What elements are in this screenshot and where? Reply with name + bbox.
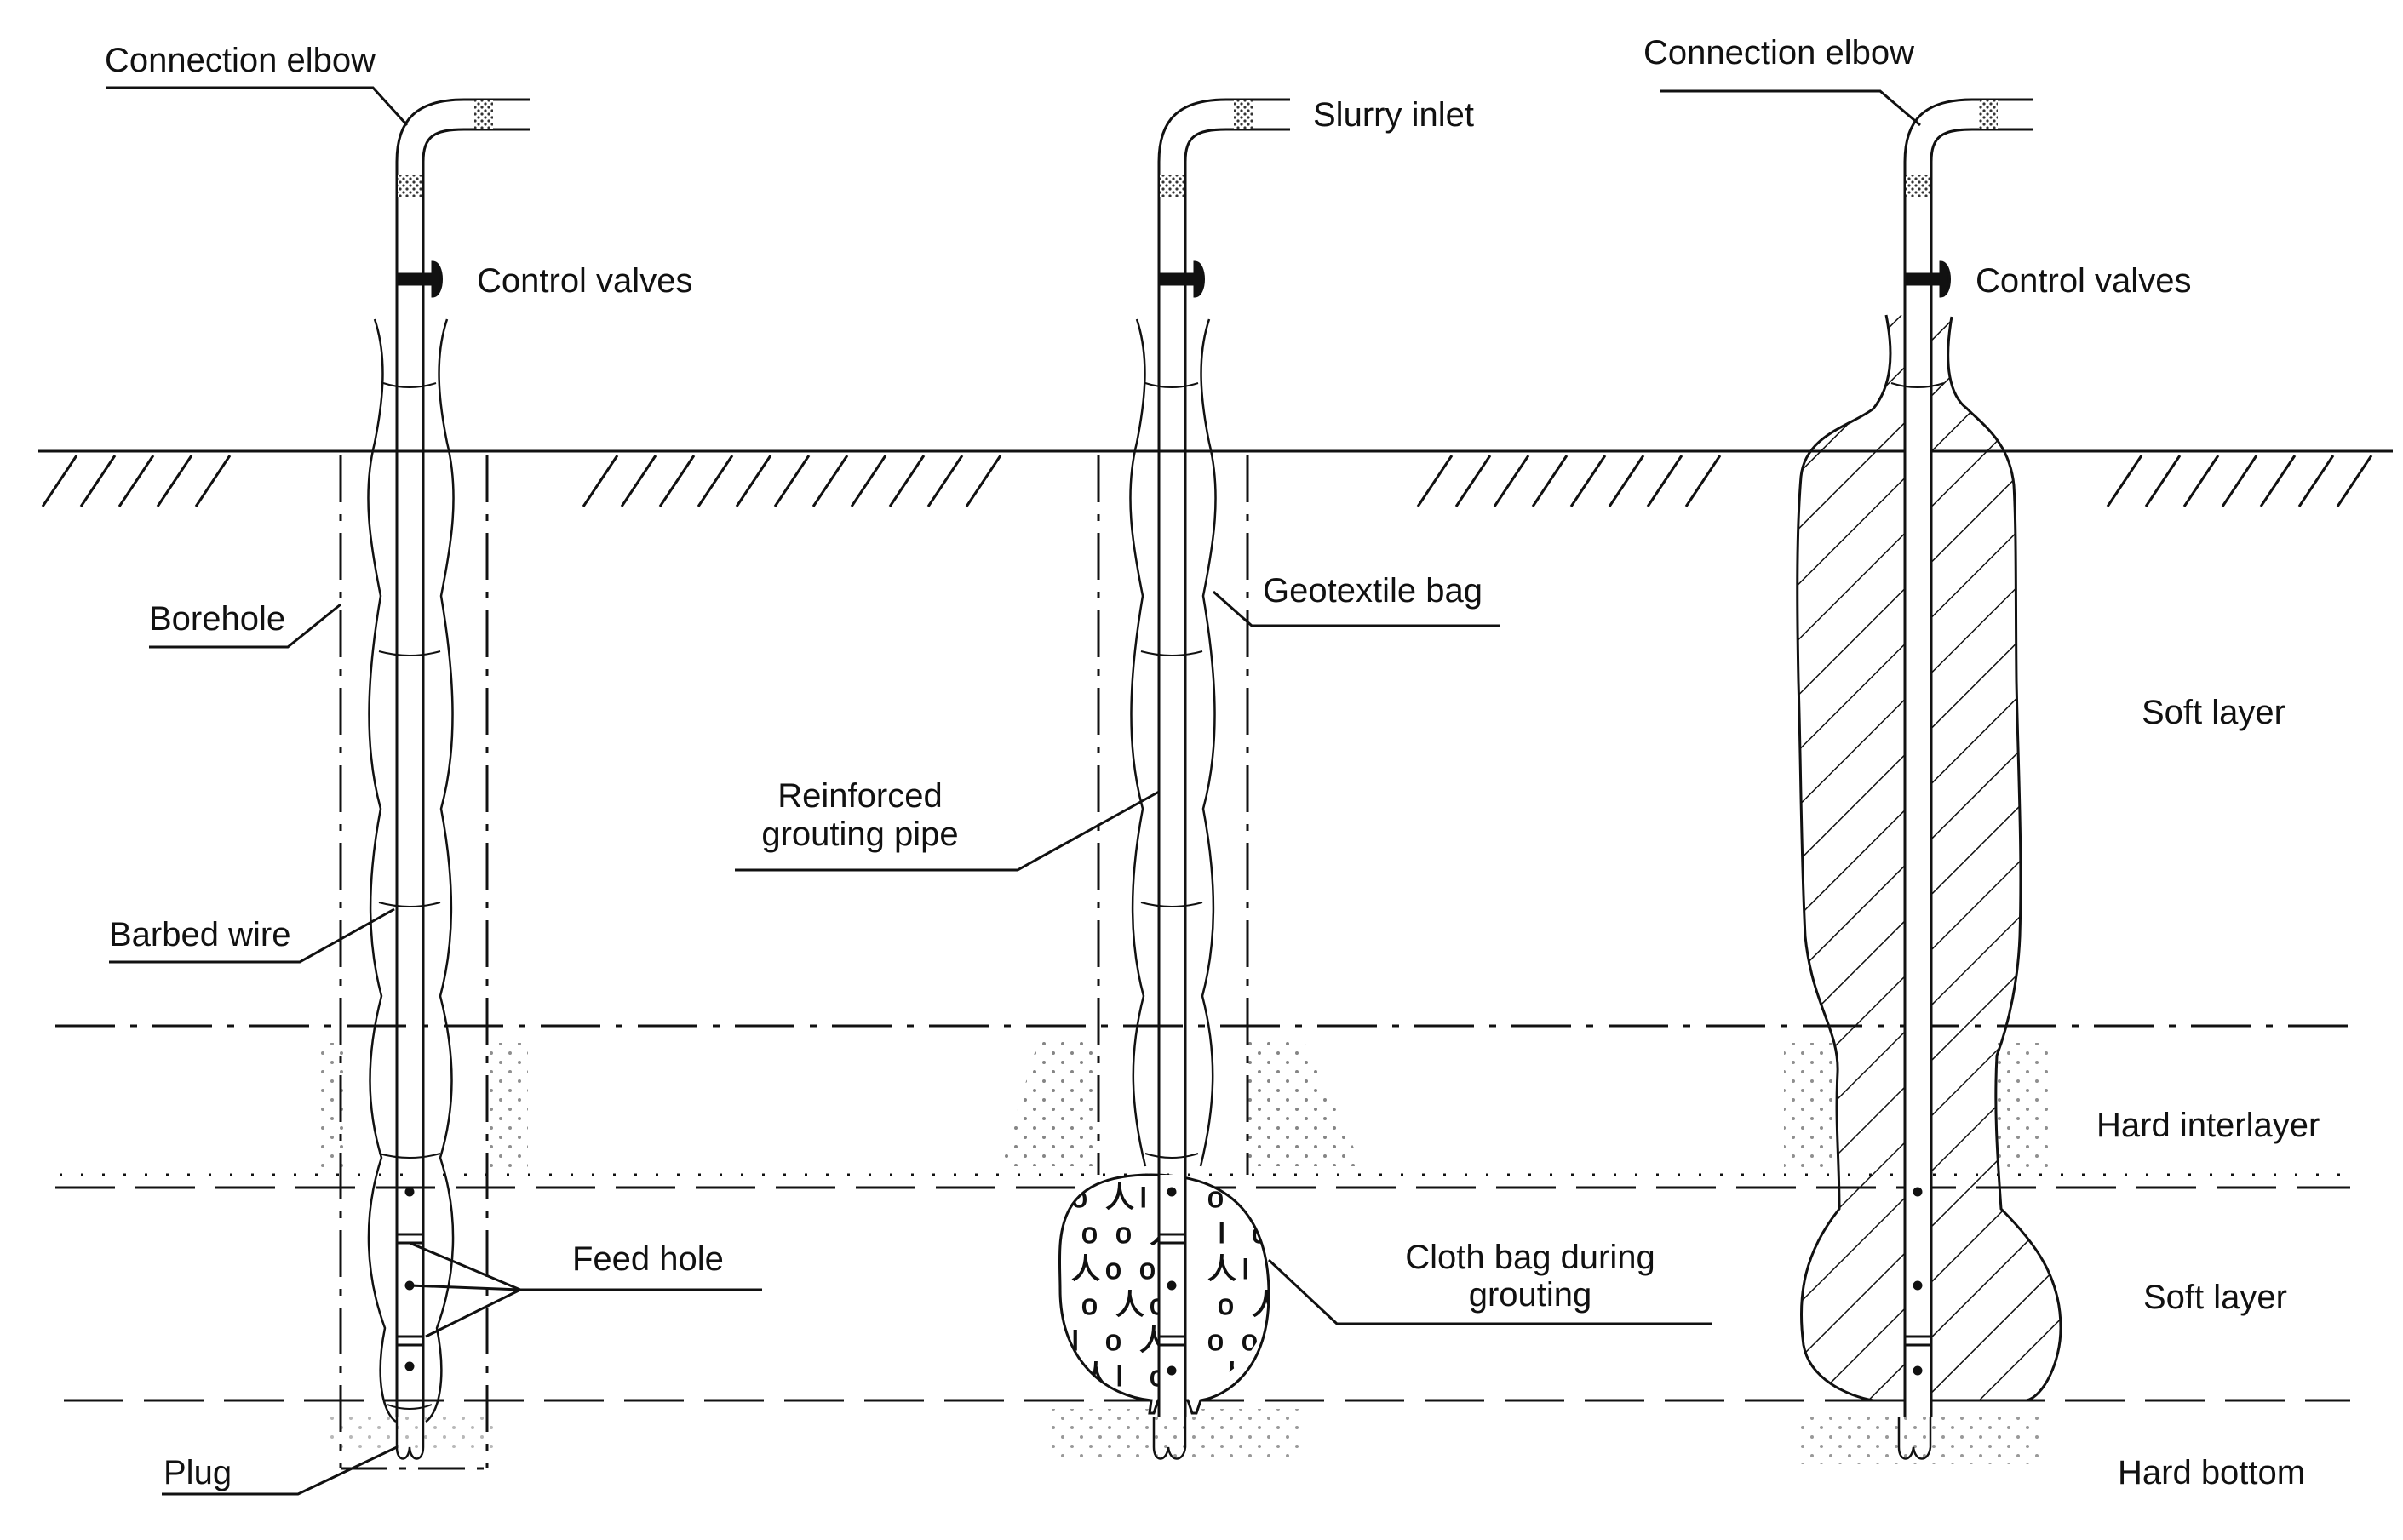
label-plug: Plug xyxy=(163,1454,232,1491)
leader-reinforced-pipe xyxy=(735,790,1160,872)
right-control-valve xyxy=(1903,260,1951,298)
cloth-bag-symbol: o xyxy=(1081,1289,1098,1321)
layer-label-soft-bottom: Soft layer xyxy=(2143,1279,2287,1316)
center-borehole xyxy=(1097,455,1249,1175)
cloth-bag-symbol: o xyxy=(1105,1325,1121,1357)
label-feed-hole: Feed hole xyxy=(572,1240,724,1278)
label-connection-elbow-right: Connection elbow xyxy=(1643,34,1914,72)
label-control-valves-right: Control valves xyxy=(1976,262,2191,300)
label-reinforced-line1: Reinforced xyxy=(777,777,942,815)
layer-label-soft-top: Soft layer xyxy=(2142,694,2285,731)
label-connection-elbow-left: Connection elbow xyxy=(105,42,376,79)
stipple-zones xyxy=(315,1039,2048,1464)
ground-hatch-right xyxy=(2106,455,2373,507)
cloth-bag-symbol: 人 xyxy=(1207,1253,1236,1285)
center-barbed-wire-ties xyxy=(1140,382,1203,1159)
label-barbed-wire: Barbed wire xyxy=(109,916,290,953)
left-pile xyxy=(339,98,530,1470)
ground-hatch-right-center xyxy=(1416,455,1722,507)
cloth-bag-symbol: 人 xyxy=(1105,1182,1134,1214)
cloth-bag-symbol: o xyxy=(1115,1217,1132,1250)
leader-barbed-wire xyxy=(109,907,395,964)
right-plug xyxy=(1897,1417,1932,1460)
cloth-bag-symbol: o xyxy=(1207,1325,1224,1357)
left-barbed-wire-ties xyxy=(378,382,441,1410)
cloth-bag-symbol: I xyxy=(1071,1325,1079,1357)
leader-lines xyxy=(106,86,1921,1496)
label-slurry-inlet: Slurry inlet xyxy=(1313,96,1474,134)
center-geotextile-bag xyxy=(1129,318,1147,1167)
leader-geotextile-bag xyxy=(1213,590,1500,627)
center-pile: o人Io人oo人Io人oo人Io人oo人Io人oo人Io人o xyxy=(1058,98,1290,1460)
cloth-bag-symbol: o xyxy=(1252,1217,1268,1250)
cloth-bag-symbol: o xyxy=(1252,1360,1268,1393)
label-control-valves-left: Control valves xyxy=(477,262,692,300)
right-pile xyxy=(1796,98,2062,1460)
leader-cloth-bag xyxy=(1267,1258,1712,1325)
left-plug xyxy=(395,1417,425,1460)
leader-connection-elbow-left xyxy=(106,86,409,127)
center-grouting-pipe xyxy=(1157,98,1290,1417)
right-grouting-pipe xyxy=(1903,98,2033,1417)
leader-connection-elbow-right xyxy=(1660,89,1921,127)
center-control-valve xyxy=(1157,260,1205,298)
ground-hatch-left xyxy=(41,455,232,507)
cloth-bag-symbol: 人 xyxy=(1115,1289,1144,1321)
left-geotextile-bag xyxy=(367,318,397,1423)
label-reinforced-line2: grouting pipe xyxy=(761,816,958,853)
label-cloth-bag-line2: grouting xyxy=(1469,1276,1592,1314)
cloth-bag-symbol: I xyxy=(1139,1182,1147,1214)
cloth-bag-symbol: 人 xyxy=(1252,1289,1281,1321)
layer-label-hard-bottom: Hard bottom xyxy=(2118,1454,2305,1491)
label-cloth-bag-line1: Cloth bag during xyxy=(1405,1239,1655,1276)
left-borehole xyxy=(339,455,489,1470)
layer-label-hard-interlayer: Hard interlayer xyxy=(2096,1107,2320,1144)
leader-borehole xyxy=(149,603,341,649)
cloth-bag-symbol: I xyxy=(1115,1360,1123,1393)
cloth-bag-symbol: o xyxy=(1218,1289,1234,1321)
cloth-bag-symbol: o xyxy=(1105,1253,1121,1285)
cloth-bag-symbol: I xyxy=(1218,1217,1225,1250)
label-geotextile-bag: Geotextile bag xyxy=(1263,572,1483,610)
cloth-bag-symbol: o xyxy=(1081,1217,1098,1250)
label-borehole: Borehole xyxy=(149,600,285,638)
ground-hatch-center xyxy=(582,455,1002,507)
cloth-bag-symbol: I xyxy=(1242,1253,1249,1285)
left-control-valve xyxy=(395,260,443,298)
leader-plug xyxy=(162,1446,398,1496)
center-plug xyxy=(1152,1417,1187,1460)
annotations: Connection elbow Control valves Borehole… xyxy=(105,34,2320,1491)
cloth-bag-symbol: 人 xyxy=(1071,1253,1100,1285)
cloth-bag-symbol: o xyxy=(1139,1253,1156,1285)
